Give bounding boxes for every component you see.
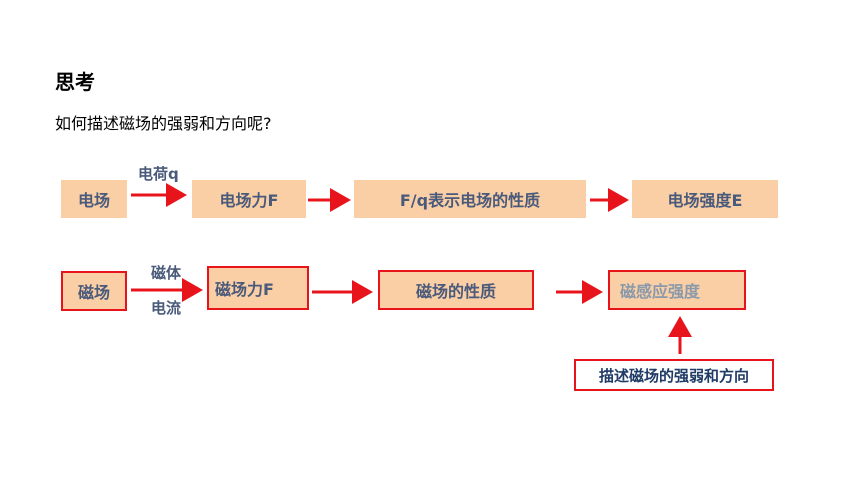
question-text: 如何描述磁场的强弱和方向呢? — [55, 114, 272, 133]
description-note-box: 描述磁场的强弱和方向 — [574, 359, 774, 391]
magnetic-field-box: 磁场 — [61, 271, 127, 311]
charge-q-label: 电荷q — [138, 165, 179, 183]
electric-field-box: 电场 — [61, 180, 127, 218]
field-property-box: F/q表示电场的性质 — [354, 180, 586, 218]
electric-force-box: 电场力F — [192, 180, 306, 218]
magnetic-force-box: 磁场力F — [207, 266, 309, 310]
magnetic-induction-box: 磁感应强度 — [608, 270, 746, 310]
electric-field-strength-box: 电场强度E — [632, 180, 778, 218]
slide-title: 思考 — [55, 70, 95, 94]
magnetic-property-box: 磁场的性质 — [378, 270, 534, 310]
current-label: 电流 — [151, 299, 182, 317]
magnet-label: 磁体 — [151, 264, 182, 282]
